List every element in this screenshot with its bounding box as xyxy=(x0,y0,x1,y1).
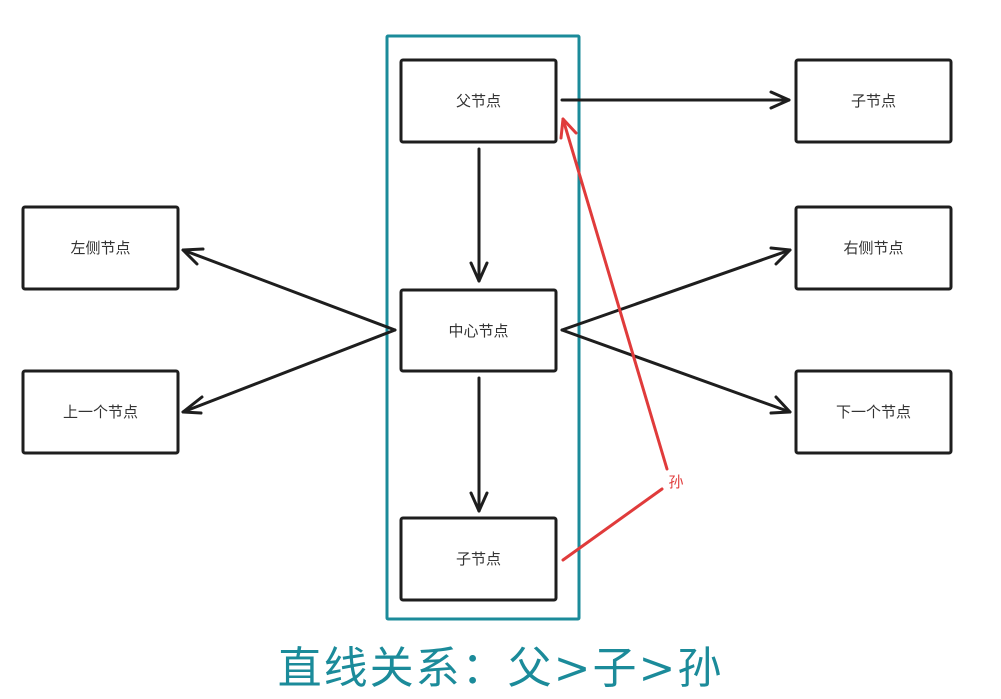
node-previous[interactable]: 上一个节点 xyxy=(21,369,180,455)
edge-center-to-next xyxy=(560,328,792,415)
node-next-label: 下一个节点 xyxy=(836,403,911,421)
node-center-label: 中心节点 xyxy=(448,322,508,340)
edge-parent-to-child-right xyxy=(560,90,791,110)
node-next[interactable]: 下一个节点 xyxy=(794,369,953,455)
edge-center-to-previous xyxy=(181,328,397,415)
grandchild-label: 孙 xyxy=(668,473,683,491)
edge-parent-to-center xyxy=(469,147,489,283)
edge-center-to-child xyxy=(469,376,489,513)
node-previous-label: 上一个节点 xyxy=(63,403,138,421)
node-center[interactable]: 中心节点 xyxy=(399,288,558,373)
node-right-label: 右侧节点 xyxy=(843,239,903,257)
diagram-caption: 直线关系：父>子>孙 xyxy=(277,643,724,694)
node-right[interactable]: 右侧节点 xyxy=(794,205,953,291)
edge-grandchild-highlight xyxy=(559,117,669,562)
node-parent-label: 父节点 xyxy=(456,92,501,110)
node-child[interactable]: 子节点 xyxy=(399,516,558,602)
node-parent-child[interactable]: 子节点 xyxy=(794,58,953,144)
node-left-label: 左侧节点 xyxy=(70,239,130,257)
edge-center-to-left xyxy=(181,247,397,332)
node-parent-child-label: 子节点 xyxy=(851,92,896,110)
edge-center-to-right xyxy=(560,246,792,332)
node-left[interactable]: 左侧节点 xyxy=(21,205,180,291)
node-parent[interactable]: 父节点 xyxy=(399,58,558,144)
node-child-label: 子节点 xyxy=(456,550,501,568)
